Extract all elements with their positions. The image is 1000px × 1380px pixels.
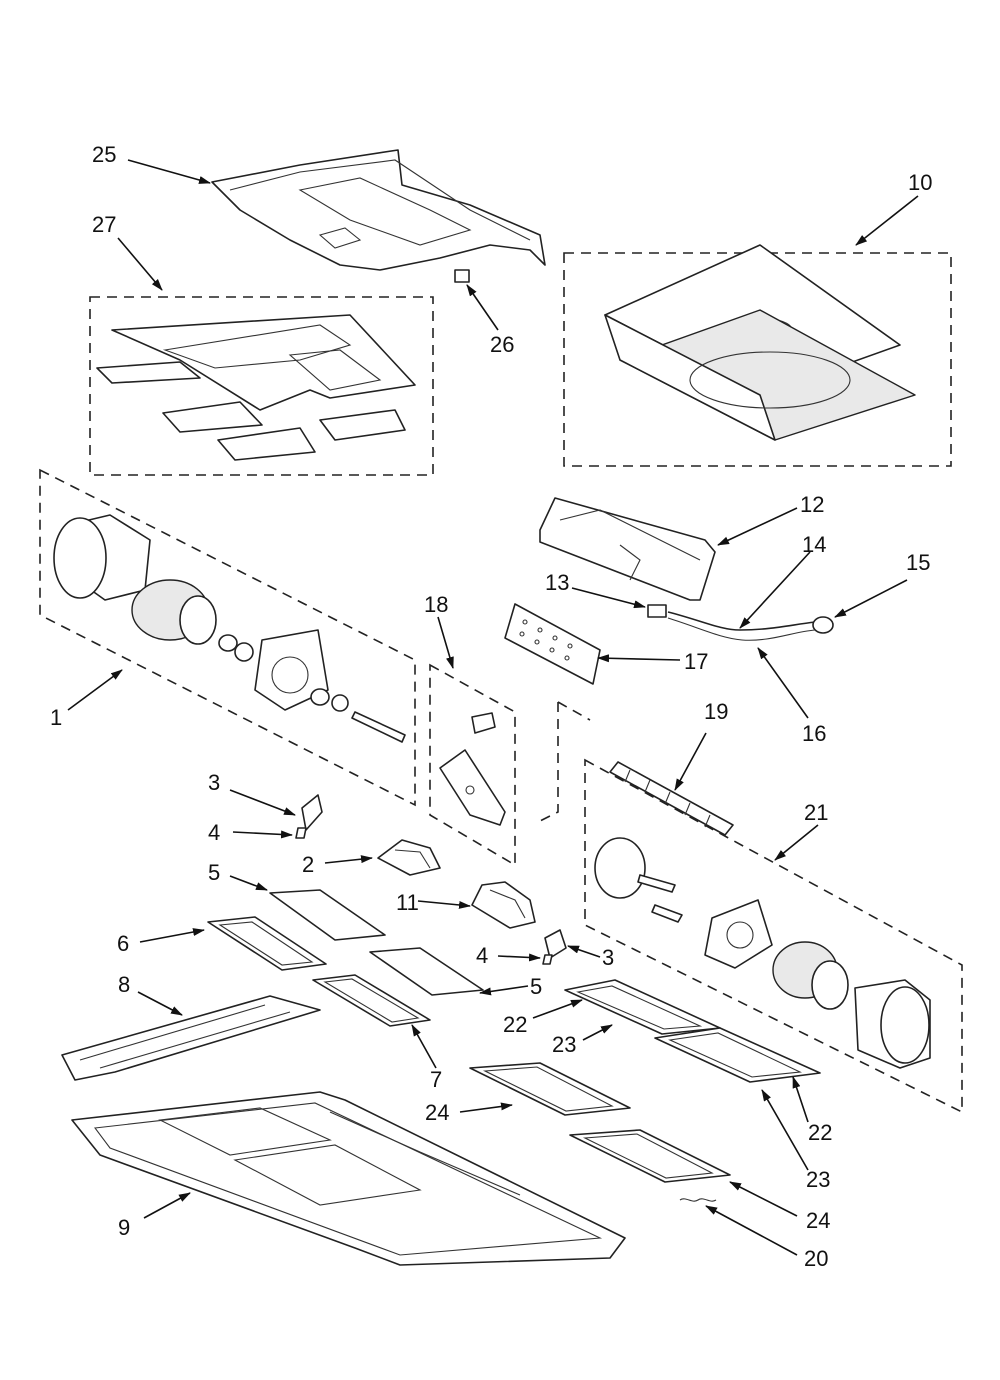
part-27-group-box bbox=[89, 296, 434, 476]
part-27-panels bbox=[96, 314, 416, 461]
part-13-14-15-harness bbox=[647, 604, 834, 641]
callout-6: 6 bbox=[117, 931, 129, 956]
callout-19: 19 bbox=[704, 699, 728, 724]
callout-25: 25 bbox=[92, 142, 116, 167]
callout-15: 15 bbox=[906, 550, 930, 575]
callout-10: 10 bbox=[908, 170, 932, 195]
callout-14: 14 bbox=[802, 532, 826, 557]
part-24-frames bbox=[469, 1062, 731, 1183]
callout-11: 11 bbox=[396, 890, 419, 915]
callout-4-right: 4 bbox=[476, 943, 488, 968]
part-2-cover bbox=[377, 839, 441, 876]
part-20-clip bbox=[679, 1198, 717, 1202]
part-17-grille bbox=[504, 603, 601, 685]
callout-1: 1 bbox=[50, 705, 62, 730]
callout-7: 7 bbox=[430, 1067, 442, 1092]
callout-27: 27 bbox=[92, 212, 116, 237]
callout-8: 8 bbox=[118, 972, 130, 997]
callout-9: 9 bbox=[118, 1215, 130, 1240]
callout-26: 26 bbox=[490, 332, 514, 357]
part-6-frame bbox=[207, 916, 327, 971]
part-8-tray bbox=[61, 995, 321, 1081]
part-18-group-box bbox=[429, 663, 516, 867]
callout-18: 18 bbox=[424, 592, 448, 617]
part-1-blower bbox=[53, 514, 406, 743]
part-19-roller bbox=[609, 761, 734, 836]
part-1-group-box bbox=[39, 468, 416, 807]
part-9-base-tray bbox=[71, 1091, 626, 1266]
callout-22-left: 22 bbox=[503, 1012, 527, 1037]
callouts: 25 10 27 26 12 14 15 13 18 17 1 19 16 3 … bbox=[50, 142, 932, 1271]
callout-3-left: 3 bbox=[208, 770, 220, 795]
callout-4-left: 4 bbox=[208, 820, 220, 845]
callout-12: 12 bbox=[800, 492, 824, 517]
leader-arrows bbox=[67, 159, 919, 1256]
callout-23-left: 23 bbox=[552, 1032, 576, 1057]
part-11-cover bbox=[471, 881, 536, 929]
callout-2: 2 bbox=[302, 852, 314, 877]
part-21-blower bbox=[594, 837, 931, 1069]
callout-13: 13 bbox=[545, 570, 569, 595]
callout-24-right: 24 bbox=[806, 1208, 830, 1233]
callout-5-left: 5 bbox=[208, 860, 220, 885]
part-22-23-filters bbox=[564, 979, 821, 1083]
part-3-4-right-fittings bbox=[542, 929, 567, 965]
part-3-4-left-fittings bbox=[295, 794, 323, 839]
part-25-top-plate bbox=[211, 149, 546, 283]
callout-23-right: 23 bbox=[806, 1167, 830, 1192]
part-7-frame bbox=[312, 974, 431, 1027]
part-12-control-bracket bbox=[539, 497, 716, 601]
callout-24-left: 24 bbox=[425, 1100, 449, 1125]
callout-16: 16 bbox=[802, 721, 826, 746]
callout-20: 20 bbox=[804, 1246, 828, 1271]
callout-17: 17 bbox=[684, 649, 708, 674]
callout-21: 21 bbox=[804, 800, 828, 825]
part-18-connector bbox=[537, 701, 591, 823]
part-10-housing bbox=[604, 244, 916, 441]
callout-5-right: 5 bbox=[530, 974, 542, 999]
part-18-bracket bbox=[439, 712, 506, 826]
part-5-panels bbox=[269, 889, 484, 996]
callout-3-right: 3 bbox=[602, 945, 614, 970]
callout-22-right: 22 bbox=[808, 1120, 832, 1145]
